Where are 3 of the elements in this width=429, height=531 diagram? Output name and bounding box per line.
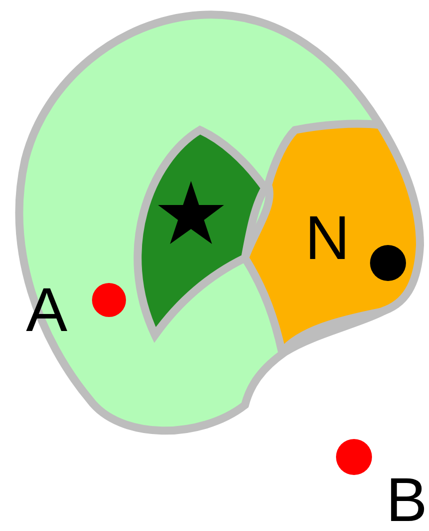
point-label: B — [386, 470, 428, 531]
point-label: A — [26, 280, 68, 342]
point-label: N — [305, 208, 350, 270]
